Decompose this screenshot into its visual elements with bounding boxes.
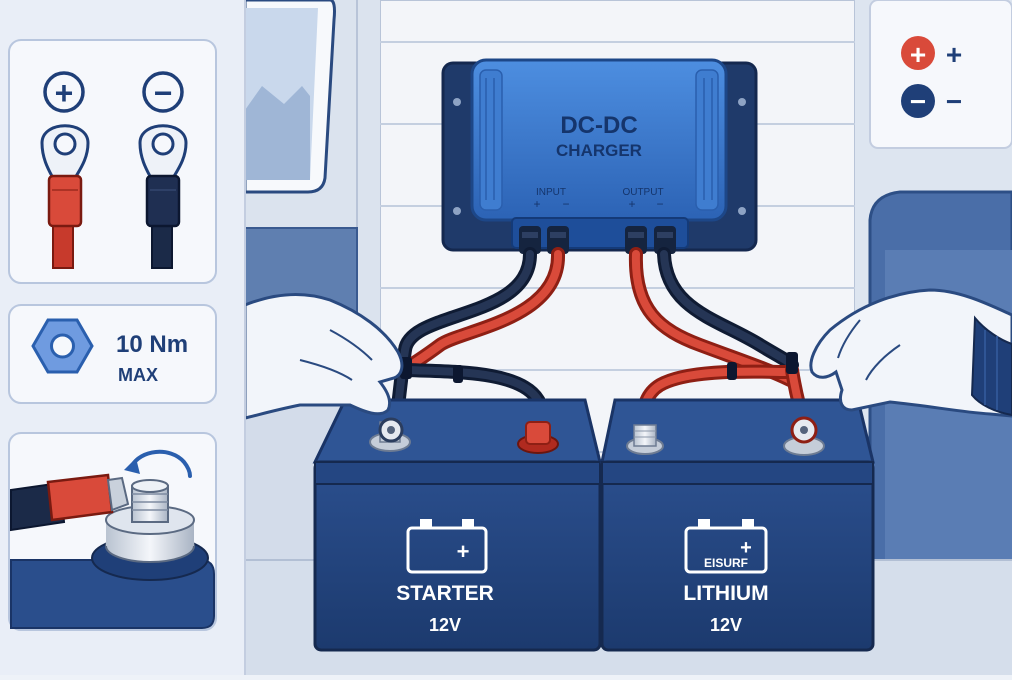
legend-positive-symbol: +: [910, 39, 926, 70]
sleeve: [970, 315, 1012, 417]
battery-icon-plus: +: [740, 537, 752, 559]
starter-battery-voltage: 12V: [429, 615, 461, 635]
lithium-battery: + EISURF LITHIUM 12V: [600, 398, 875, 652]
output-label: OUTPUT: [622, 187, 663, 198]
right-hand: [809, 288, 1012, 418]
minus-circle-icon: −: [142, 71, 184, 113]
red-ring-terminal: [40, 124, 90, 269]
output-plus-sign: +: [628, 197, 635, 211]
charger-title-line2: CHARGER: [556, 141, 642, 160]
mount-screw: [453, 207, 461, 215]
input-label: INPUT: [536, 187, 566, 198]
cable-tie: [453, 365, 463, 383]
legend-positive-label: +: [946, 39, 962, 70]
plus-circle-icon: +: [43, 71, 85, 113]
charger-title-line1: DC-DC: [560, 112, 637, 139]
battery-icon: + EISURF: [684, 519, 768, 574]
battery-icon: +: [406, 519, 488, 574]
battery-icon-plus: +: [457, 539, 470, 564]
polarity-positive-symbol: +: [55, 75, 74, 111]
dc-dc-charger: DC-DC CHARGER INPUT OUTPUT + − + −: [441, 58, 758, 254]
lithium-battery-label: LITHIUM: [683, 582, 768, 605]
legend-negative-symbol: −: [910, 86, 926, 117]
torque-limit: MAX: [118, 365, 158, 385]
starter-battery-label: STARTER: [396, 582, 494, 605]
rotate-arrow-icon: [124, 449, 192, 478]
cable-tie: [786, 352, 798, 374]
starter-battery: + STARTER 12V: [312, 398, 602, 652]
mount-screw: [453, 98, 461, 106]
legend-negative-label: −: [946, 86, 962, 117]
polarity-legend: + + − −: [869, 0, 1012, 149]
cable-tie: [727, 362, 737, 380]
charger-housing: [470, 58, 728, 222]
sidebar: + −: [0, 0, 246, 675]
left-hand: [243, 293, 404, 420]
output-minus-sign: −: [656, 197, 663, 211]
torque-value: 10 Nm: [116, 331, 188, 358]
torque-panel: 10 Nm MAX: [8, 304, 217, 404]
tightening-panel: [8, 432, 217, 631]
input-minus-sign: −: [562, 197, 569, 211]
hex-nut-icon: [31, 318, 94, 374]
mount-screw: [738, 207, 746, 215]
black-ring-terminal: [138, 124, 188, 269]
minus-circle-icon: −: [901, 84, 935, 118]
ring-terminal-sleeve: [46, 473, 114, 522]
ring-terminal-panel: + −: [8, 39, 217, 284]
plus-circle-icon: +: [901, 36, 935, 70]
mount-screw: [738, 98, 746, 106]
lithium-battery-voltage: 12V: [710, 615, 742, 635]
battery-icon-text: EISURF: [704, 556, 748, 570]
input-plus-sign: +: [533, 197, 540, 211]
polarity-negative-symbol: −: [154, 75, 173, 111]
